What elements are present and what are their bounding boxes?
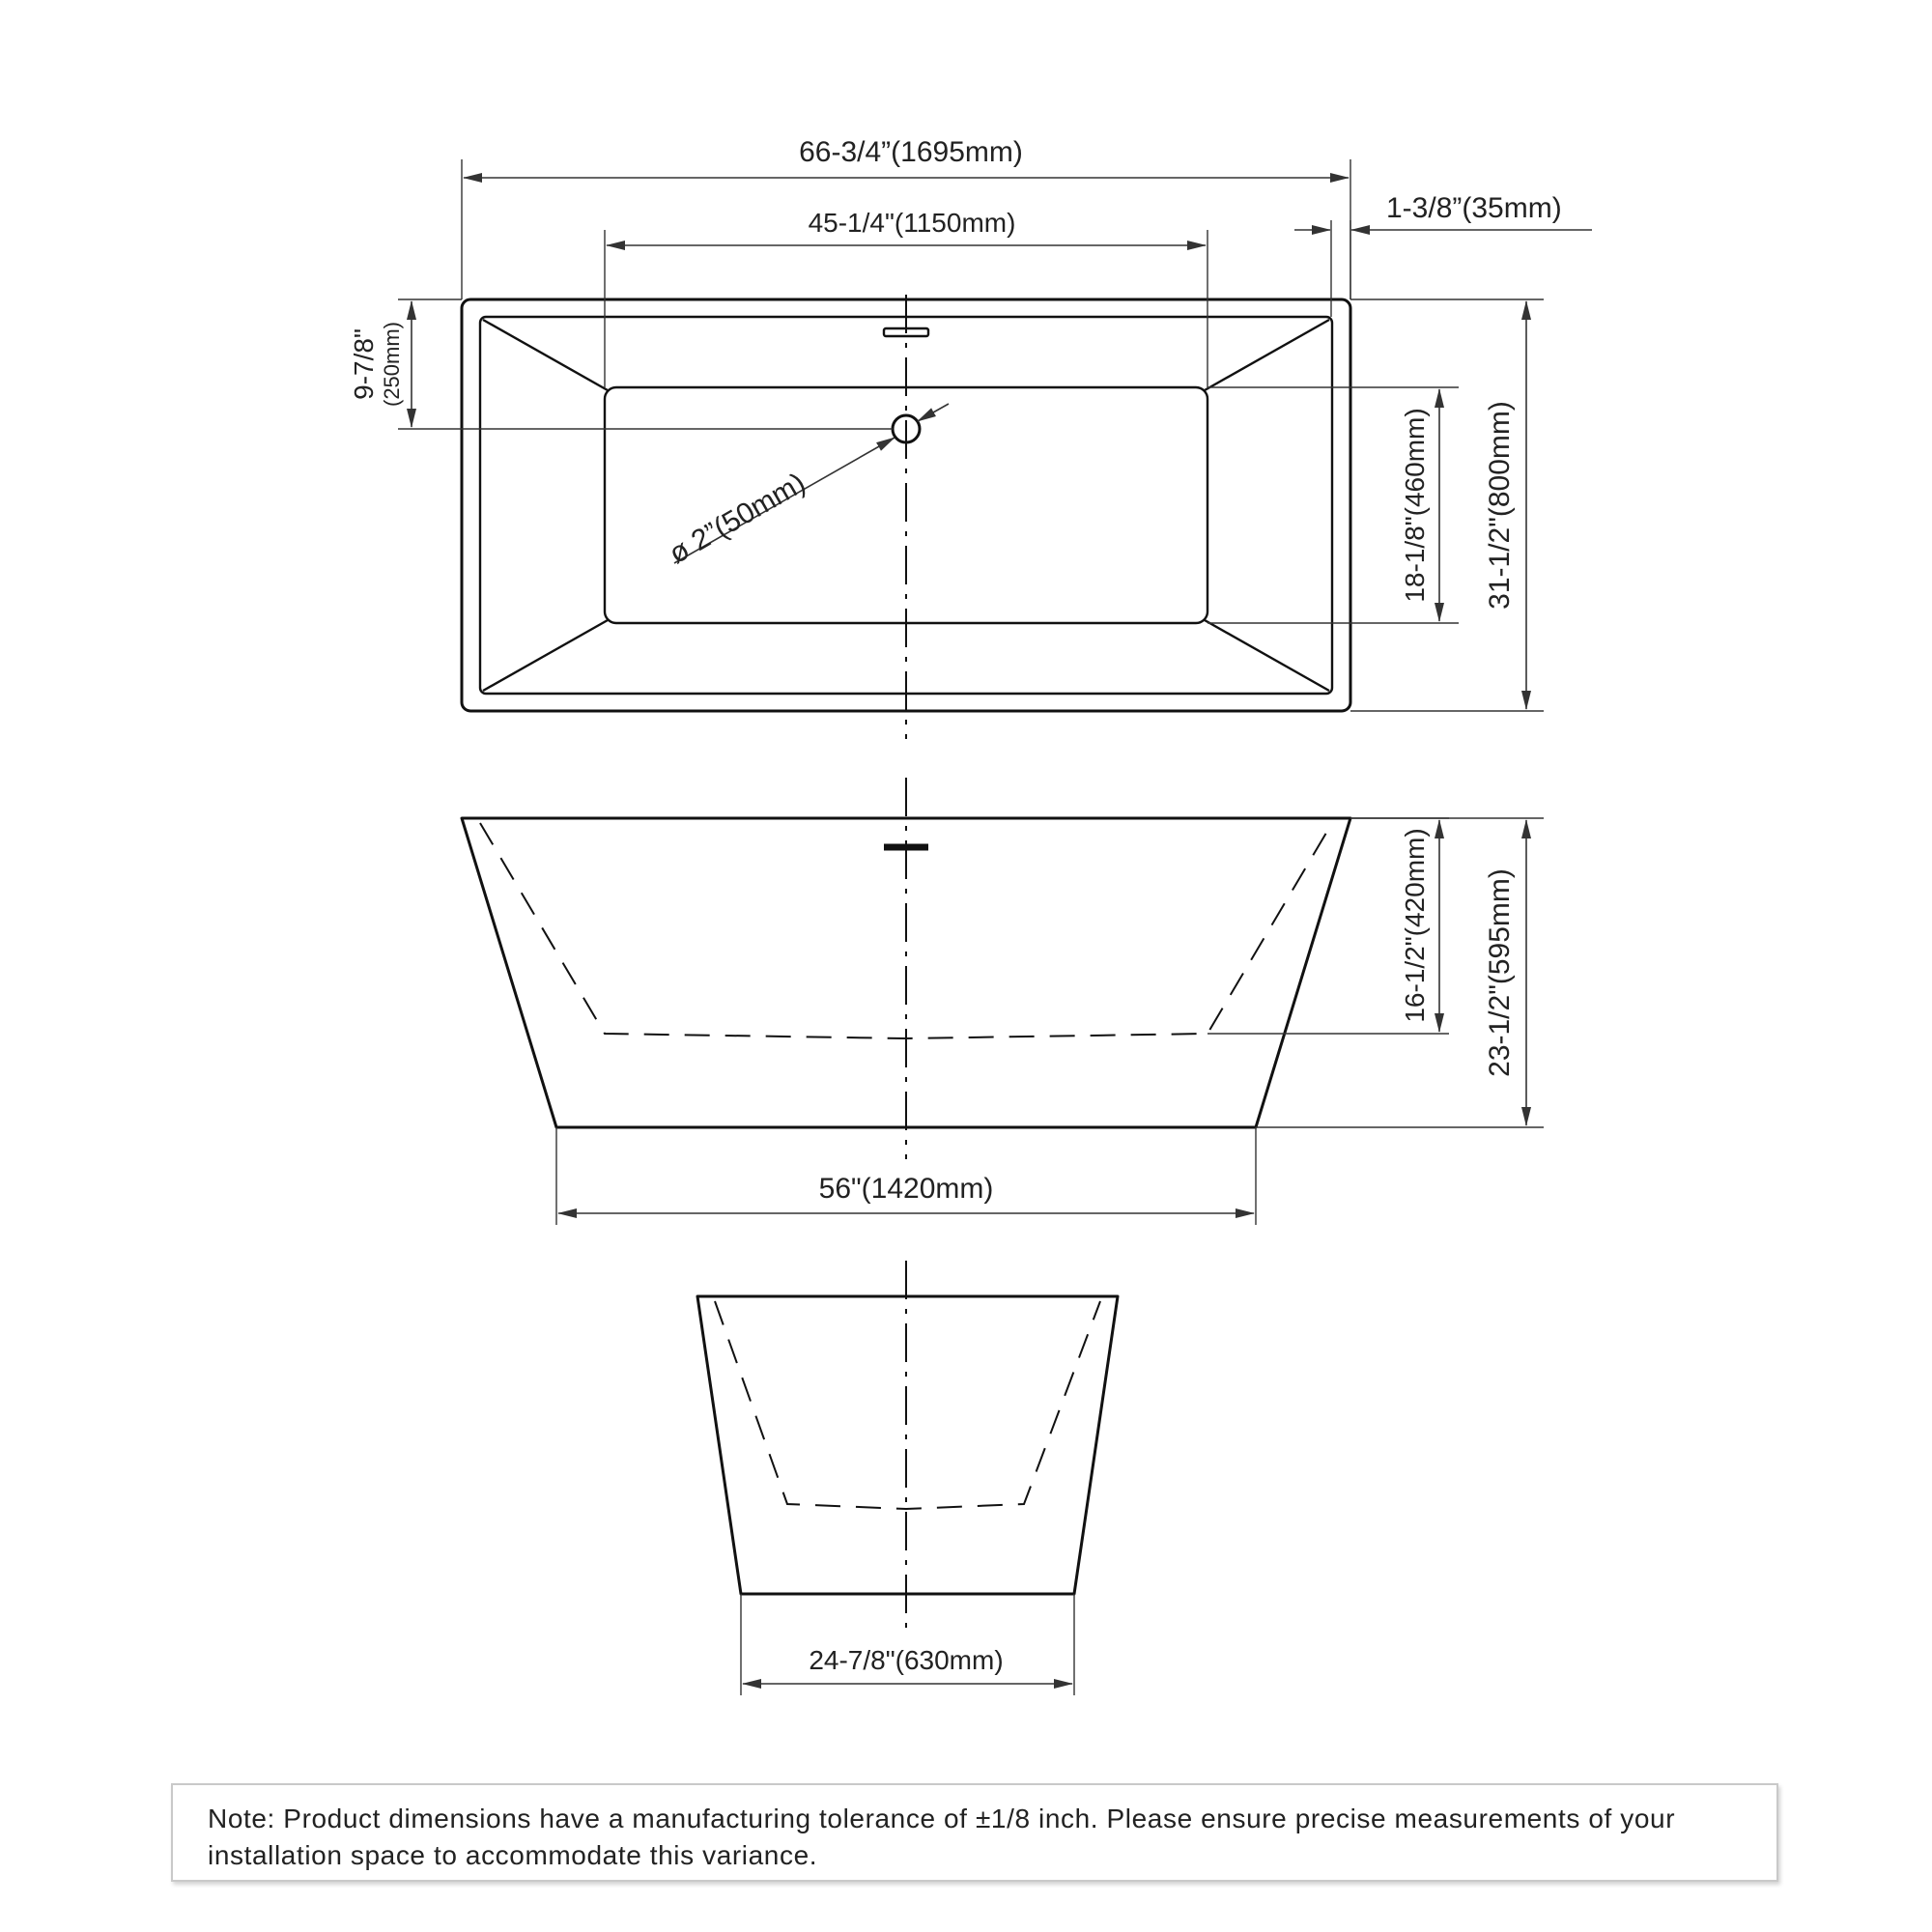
dimension-overall-height: 23-1/2"(595mm): [1256, 817, 1544, 1128]
end-view: [696, 1261, 1120, 1633]
dimension-overall-length: 66-3/4”(1695mm): [461, 136, 1351, 299]
dimension-inner-width: 18-1/8"(460mm): [1208, 386, 1459, 624]
tolerance-note-box: Note: Product dimensions have a manufact…: [171, 1783, 1778, 1882]
drain-diameter-label: ø 2”(50mm): [664, 467, 810, 570]
dimension-drain-offset: 9-7/8" (250mm): [349, 298, 893, 430]
dimension-base-width: 24-7/8"(630mm): [740, 1594, 1075, 1695]
overall-width-label: 31-1/2"(800mm): [1484, 401, 1516, 610]
dimension-overall-width: 31-1/2"(800mm): [1350, 298, 1544, 712]
top-view-corner-lines: [482, 318, 1330, 693]
top-view: [460, 295, 1352, 739]
inner-length-label: 45-1/4"(1150mm): [809, 208, 1016, 238]
inner-width-label: 18-1/8"(460mm): [1400, 408, 1430, 602]
drain-offset-label-inch: 9-7/8": [349, 328, 379, 400]
overall-height-label: 23-1/2"(595mm): [1484, 868, 1516, 1077]
end-view-inner-basin: [714, 1300, 1101, 1511]
dimension-inner-length: 45-1/4"(1150mm): [604, 208, 1208, 387]
base-length-label: 56"(1420mm): [819, 1173, 994, 1205]
inner-depth-label: 16-1/2"(420mm): [1400, 828, 1430, 1022]
dimension-base-length: 56"(1420mm): [555, 1127, 1257, 1225]
overall-length-label: 66-3/4”(1695mm): [799, 136, 1023, 168]
end-view-outline: [696, 1294, 1120, 1596]
rim-width-label: 1-3/8”(35mm): [1386, 192, 1562, 224]
tolerance-note-text: Note: Product dimensions have a manufact…: [208, 1804, 1676, 1870]
drain-offset-label-mm: (250mm): [380, 322, 404, 407]
dimension-rim-width: 1-3/8”(35mm): [1294, 192, 1592, 317]
side-view: [460, 778, 1352, 1159]
dimension-inner-depth: 16-1/2"(420mm): [1208, 817, 1449, 1035]
base-width-label: 24-7/8"(630mm): [809, 1645, 1003, 1675]
